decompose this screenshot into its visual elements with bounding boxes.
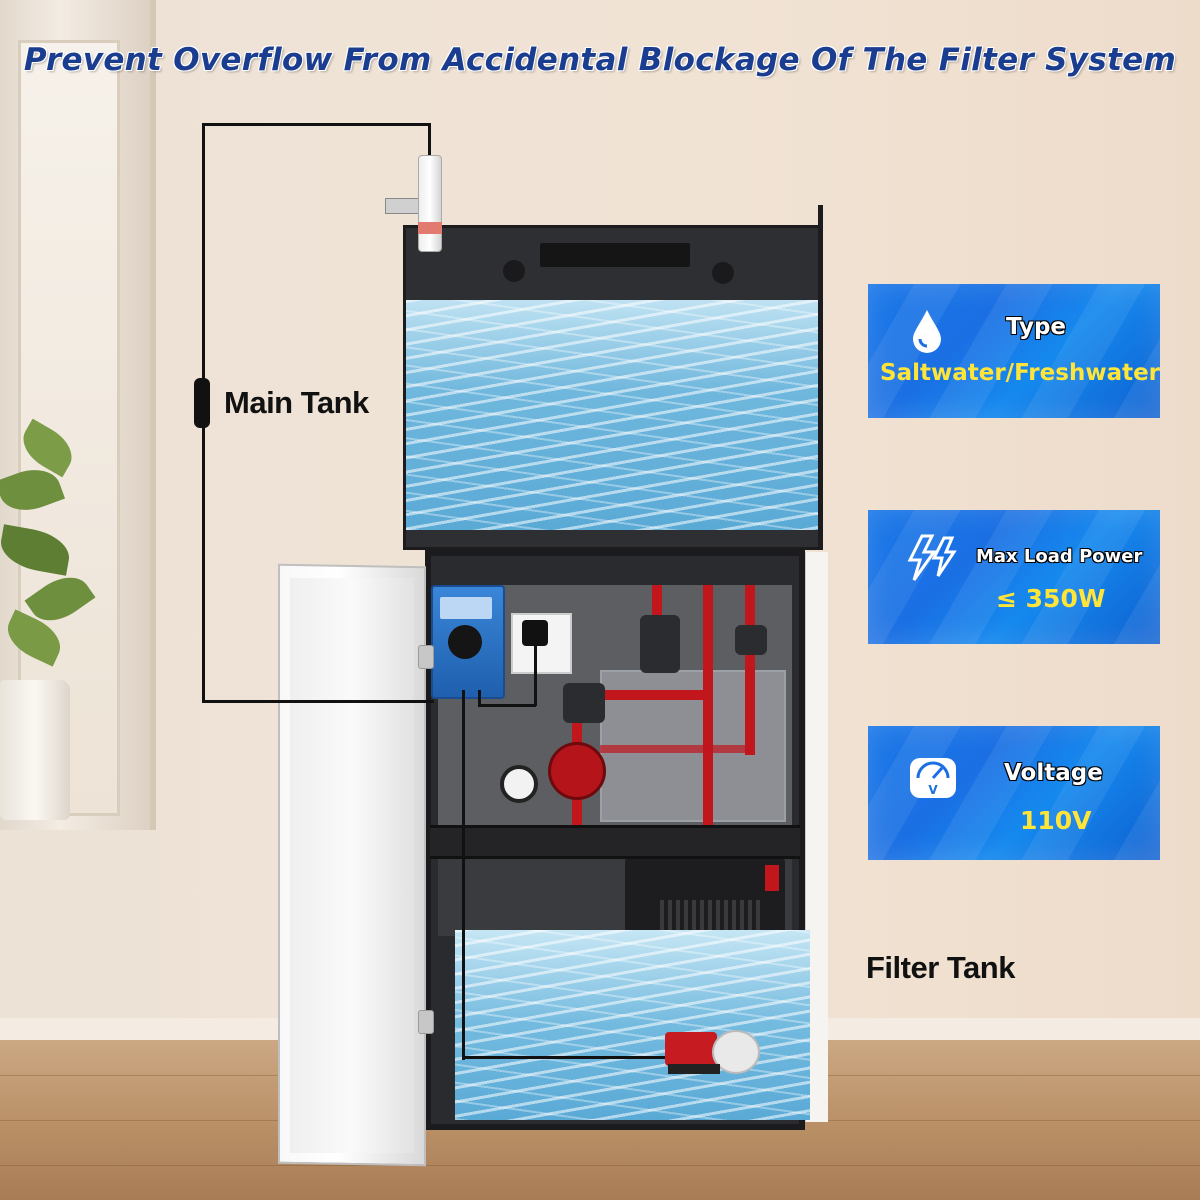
spec-card-type: Type Saltwater/Freshwater <box>868 284 1160 418</box>
red-valve-icon <box>548 742 606 800</box>
floor-plank-line <box>0 1165 1200 1166</box>
tank-fitting <box>712 262 734 284</box>
spec-value: 110V <box>1020 806 1092 835</box>
power-cable <box>534 640 537 706</box>
cabinet-door-panel <box>290 578 414 1153</box>
cabinet-shelf <box>430 825 800 859</box>
red-pipe <box>745 585 755 755</box>
red-pipe <box>703 585 713 825</box>
spec-card-power: Max Load Power ≤ 350W <box>868 510 1160 644</box>
sensor-cable <box>202 700 434 703</box>
red-pipe <box>575 690 705 700</box>
spec-title: Max Load Power <box>976 546 1143 567</box>
spec-value: Saltwater/Freshwater <box>880 360 1161 386</box>
pump-feet <box>668 1064 720 1074</box>
svg-text:V: V <box>928 783 938 797</box>
cable-connector <box>194 378 210 428</box>
door-hinge <box>418 1010 434 1034</box>
power-cable <box>462 1056 667 1059</box>
float-sensor <box>418 155 442 252</box>
power-cable <box>462 690 465 1060</box>
float-sensor-band <box>418 222 442 234</box>
overflow-box <box>540 243 690 267</box>
bulkhead-fitting <box>500 765 538 803</box>
voltmeter-icon: V <box>908 756 958 805</box>
main-tank-water <box>406 300 820 530</box>
filter-grill <box>660 900 760 930</box>
spec-card-voltage: V Voltage 110V <box>868 726 1160 860</box>
pipe-union <box>640 615 680 673</box>
return-pump <box>665 1032 717 1066</box>
spec-title: Voltage <box>1004 760 1103 786</box>
sensor-cable <box>428 123 431 158</box>
cabinet-side-panel <box>805 552 828 1122</box>
return-pump-head <box>712 1030 760 1074</box>
headline: Prevent Overflow From Accidental Blockag… <box>23 42 1177 78</box>
plant-pot <box>0 680 70 820</box>
sensor-cable <box>203 123 431 126</box>
switch-socket-plug <box>448 625 482 659</box>
door-hinge <box>418 645 434 669</box>
pipe-union <box>735 625 767 655</box>
pipe-elbow <box>563 683 605 723</box>
filter-tank-water <box>455 930 810 1120</box>
red-pipe <box>600 745 750 753</box>
spec-title: Type <box>1006 314 1067 340</box>
main-tank-label: Main Tank <box>224 385 369 420</box>
filter-tank-label: Filter Tank <box>866 950 1015 985</box>
lightning-icon <box>904 534 960 587</box>
filter-red-cap <box>765 865 779 891</box>
power-cable <box>478 690 481 706</box>
water-drop-icon <box>910 308 944 359</box>
spec-value: ≤ 350W <box>996 584 1106 613</box>
power-cable <box>478 704 536 707</box>
tank-fitting <box>503 260 525 282</box>
tank-glass-edge <box>818 205 823 550</box>
switch-label-panel <box>440 597 492 619</box>
